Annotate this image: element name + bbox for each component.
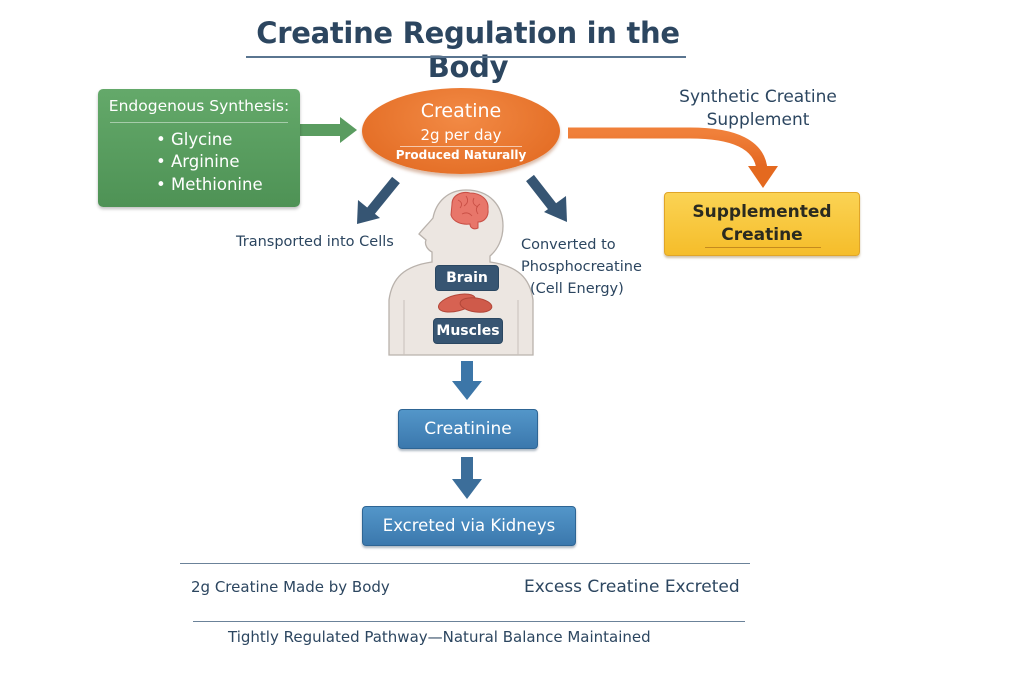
arrow-down-left-icon — [357, 176, 400, 224]
brain-label: Brain — [435, 265, 499, 291]
supplemented-divider — [705, 247, 821, 248]
creatine-amount: 2g per day — [420, 126, 502, 144]
supplemented-line: Supplemented — [692, 202, 832, 222]
synthesis-item: • Glycine — [156, 130, 233, 149]
creatine-node: Creatine 2g per day Produced Naturally — [362, 88, 560, 174]
converted-label-line: Phosphocreatine — [521, 259, 642, 275]
arrow-down-right-icon — [526, 174, 567, 222]
supplemented-line: Creatine — [721, 225, 803, 245]
synthesis-item: • Methionine — [156, 175, 263, 194]
supplement-label-line: Supplement — [706, 110, 810, 130]
brain-icon — [450, 192, 489, 230]
supplemented-creatine-box: Supplemented Creatine — [664, 192, 860, 256]
converted-label-line: (Cell Energy) — [530, 281, 624, 297]
green-arrow-icon — [300, 117, 357, 143]
creatinine-box: Creatinine — [398, 409, 538, 449]
arrow-down-icon — [452, 457, 482, 499]
footer-excess-excreted: Excess Creatine Excreted — [524, 577, 740, 597]
creatine-note: Produced Naturally — [395, 148, 527, 162]
synthesis-item: • Arginine — [156, 152, 240, 171]
orange-curved-arrow-icon — [568, 127, 778, 188]
arrow-down-icon — [452, 361, 482, 400]
synthesis-divider — [110, 122, 288, 123]
creatine-divider — [400, 146, 522, 147]
converted-label-line: Converted to — [521, 237, 616, 253]
converted-label: Converted to Phosphocreatine (Cell Energ… — [521, 234, 642, 300]
synthesis-item-label: Glycine — [170, 130, 233, 149]
creatine-title: Creatine — [420, 100, 502, 122]
synthesis-title: Endogenous Synthesis: — [108, 97, 290, 115]
supplement-label-line: Synthetic Creatine — [679, 87, 837, 107]
synthetic-supplement-label: Synthetic Creatine Supplement — [660, 86, 856, 132]
muscle-icon — [437, 293, 493, 313]
synthesis-item-label: Methionine — [170, 175, 263, 194]
title-underline — [246, 56, 686, 58]
footer-made-by-body: 2g Creatine Made by Body — [191, 578, 390, 596]
muscles-label: Muscles — [433, 318, 503, 344]
footer-summary: Tightly Regulated Pathway—Natural Balanc… — [228, 628, 651, 646]
footer-divider — [193, 621, 745, 622]
transported-label: Transported into Cells — [236, 234, 394, 250]
diagram-title: Creatine Regulation in the Body — [256, 16, 680, 84]
excreted-box: Excreted via Kidneys — [362, 506, 576, 546]
synthesis-item-label: Arginine — [170, 152, 240, 171]
footer-divider — [180, 563, 750, 564]
endogenous-synthesis-box: Endogenous Synthesis: • Glycine • Argini… — [98, 89, 300, 207]
